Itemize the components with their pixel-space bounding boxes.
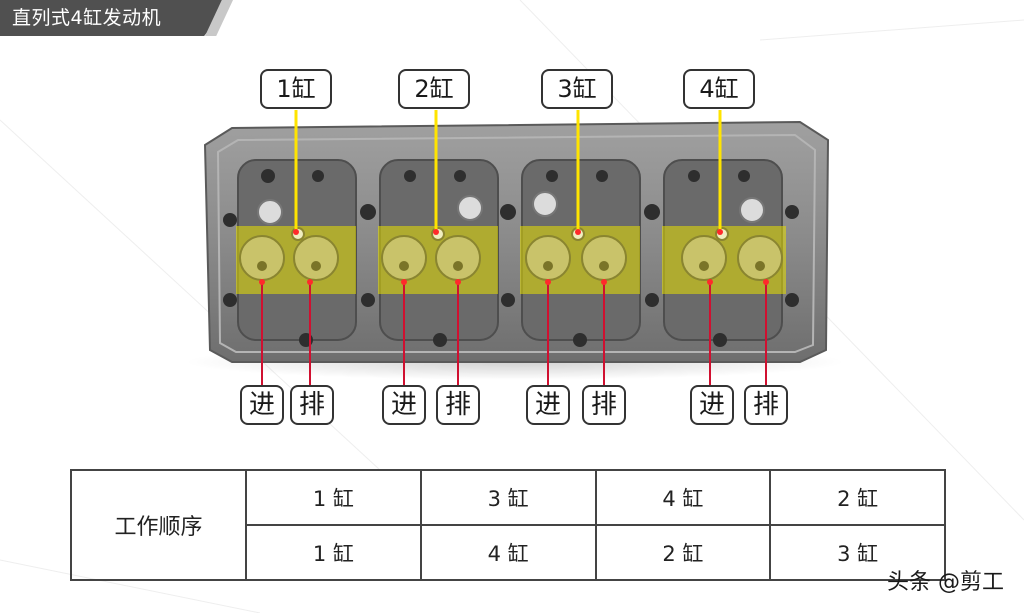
cylinder-1-intake-label: 进 [240,385,284,425]
light-bores [257,191,765,225]
cylinder-1-exhaust-label: 排 [290,385,334,425]
table-cell: 1 缸 [245,469,422,526]
cylinder-4-intake-label: 进 [690,385,734,425]
cylinder-3-exhaust-label: 排 [582,385,626,425]
table-cell: 2 缸 [769,469,946,526]
valve-springs [239,235,783,281]
table-row: 1 缸 4 缸 2 缸 3 缸 [71,524,946,581]
cylinder-3-label: 3缸 [541,69,613,109]
cylinder-3-valves [525,235,627,281]
valve-leader-lines [261,282,767,386]
table-row: 工作顺序 1 缸 3 缸 4 缸 2 缸 [70,469,946,581]
table-cell: 3 缸 [769,524,946,581]
cylinder-leader-dots [293,229,723,235]
table-cell: 1 缸 [245,524,422,581]
cylinder-leader-lines [294,110,722,230]
injector-seats [291,227,729,241]
firing-order-header: 工作顺序 [70,469,247,581]
cylinder-2-valves [381,235,481,281]
cylinder-4-exhaust-label: 排 [744,385,788,425]
table-cell: 3 缸 [419,469,597,526]
firing-order-table: 工作顺序 1 缸 3 缸 4 缸 2 缸 1 缸 4 缸 2 缸 3 缸 [70,469,946,581]
cylinder-2-intake-label: 进 [382,385,426,425]
cylinder-1-valves [239,235,339,281]
cylinder-head-rim [216,133,817,353]
cylinder-3-intake-label: 进 [526,385,570,425]
cylinder-2-label: 2缸 [398,69,470,109]
table-cell: 2 缸 [594,524,772,581]
valve-leader-dots [259,279,769,285]
table-cell: 4 缸 [419,524,597,581]
page-title: 直列式4缸发动机 [0,0,232,36]
cylinder-2-exhaust-label: 排 [436,385,480,425]
cylinder-4-valves [681,235,783,281]
engine-head-diagram [185,110,845,386]
table-cell: 4 缸 [594,469,772,526]
bolt-holes [223,169,799,347]
cylinder-4-label: 4缸 [683,69,755,109]
watermark: 头条 @剪工 [887,570,1004,595]
cylinder-1-label: 1缸 [260,69,332,109]
